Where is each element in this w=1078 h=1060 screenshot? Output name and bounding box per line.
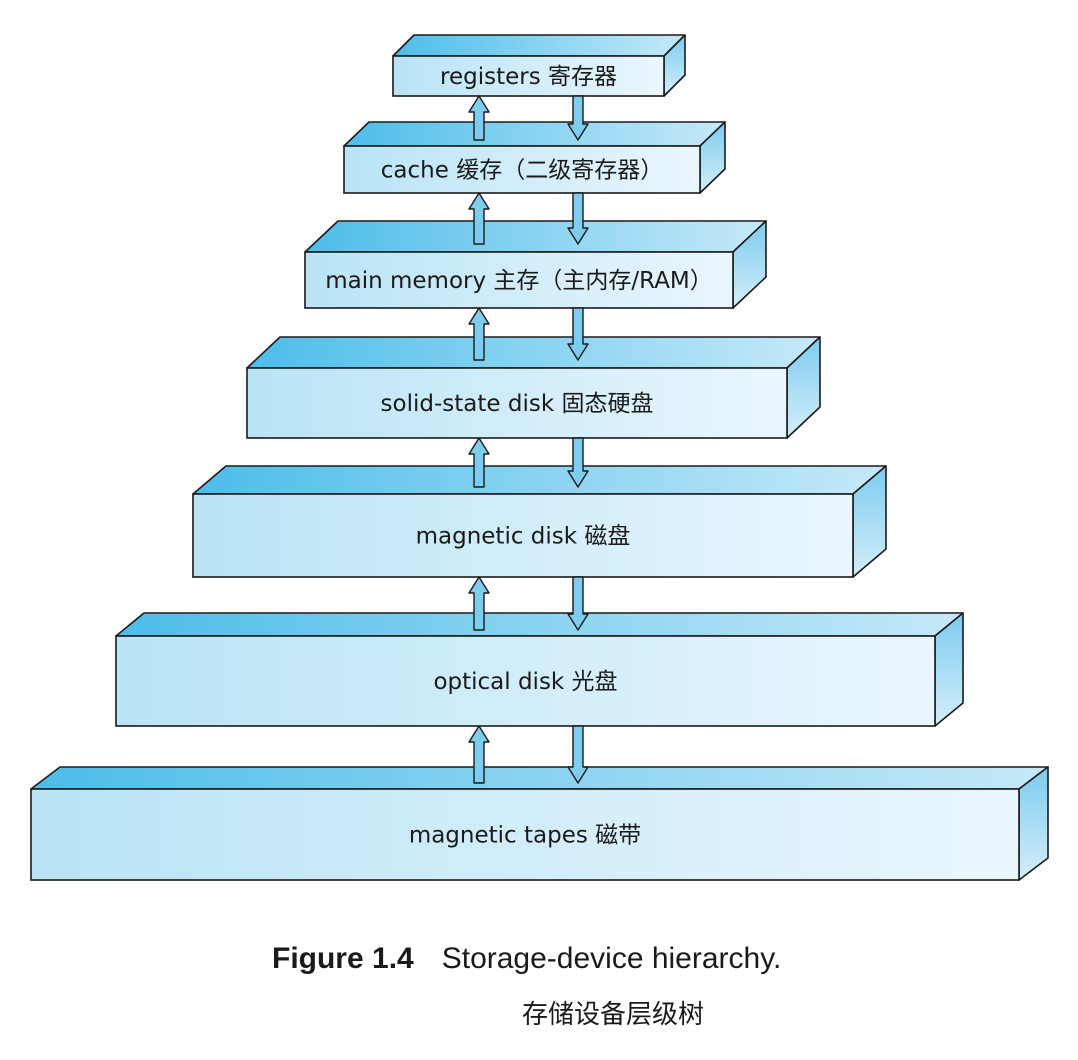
layer-front-face <box>392 55 665 97</box>
arrow-pair <box>468 192 589 245</box>
layer-magnetic-tapes: magnetic tapes 磁带 <box>30 766 1049 881</box>
layer-magnetic-disk: magnetic disk 磁盘 <box>192 465 887 578</box>
layer-registers: registers 寄存器 <box>392 34 686 97</box>
arrow-pair <box>468 725 589 784</box>
down-arrow <box>567 192 589 245</box>
down-arrow <box>567 725 589 784</box>
layer-front-face <box>30 788 1020 881</box>
figure-title-chinese: 存储设备层级树 <box>522 1000 705 1030</box>
down-arrow <box>567 437 589 488</box>
layer-front-face <box>304 251 734 309</box>
layer-boxes: magnetic tapes 磁带 optical disk 光盘 magnetic… <box>30 34 1049 881</box>
arrow-pair <box>468 307 589 361</box>
layer-label: magnetic disk 磁盘 <box>416 524 631 550</box>
layer-label: magnetic tapes 磁带 <box>409 823 641 849</box>
down-arrow <box>567 95 589 141</box>
layer-front-face <box>246 367 788 439</box>
layer-top-face <box>192 465 887 495</box>
up-arrow <box>468 95 490 141</box>
layer-top-face <box>30 766 1049 790</box>
layer-solid-state-disk: solid-state disk 固态硬盘 <box>246 336 821 439</box>
layer-top-face <box>246 336 821 369</box>
layer-cache: cache 缓存（二级寄存器） <box>343 121 726 194</box>
up-arrow <box>468 437 490 488</box>
layer-label: cache 缓存（二级寄存器） <box>381 158 663 184</box>
arrow-pair <box>468 95 589 141</box>
layer-top-face <box>304 220 767 253</box>
figure-title: Storage-device hierarchy. <box>441 942 782 975</box>
layer-main-memory: main memory 主存（主内存/RAM） <box>304 220 767 309</box>
layer-label: registers 寄存器 <box>440 64 617 90</box>
caption-line: Figure 1.4 Storage-device hierarchy. <box>272 942 781 976</box>
down-arrow <box>567 576 589 631</box>
up-arrow <box>468 576 490 631</box>
arrow-pair <box>468 437 589 488</box>
layer-label: solid-state disk 固态硬盘 <box>381 391 654 417</box>
layer-label: main memory 主存（主内存/RAM） <box>325 268 713 294</box>
up-arrow <box>468 725 490 784</box>
storage-hierarchy-diagram: magnetic tapes 磁带 optical disk 光盘 magnetic… <box>30 34 1049 881</box>
up-arrow <box>468 192 490 245</box>
layer-optical-disk: optical disk 光盘 <box>115 612 964 727</box>
layer-top-face <box>343 121 726 147</box>
layer-top-face <box>115 612 964 637</box>
transfer-arrows <box>468 95 589 784</box>
layer-front-face <box>192 493 854 578</box>
arrow-pair <box>468 576 589 631</box>
up-arrow <box>468 307 490 361</box>
layer-label: optical disk 光盘 <box>433 669 617 695</box>
down-arrow <box>567 307 589 361</box>
figure-label: Figure 1.4 <box>272 942 414 975</box>
layer-front-face <box>343 145 701 194</box>
layer-front-face <box>115 635 936 727</box>
layer-top-face <box>392 34 686 57</box>
